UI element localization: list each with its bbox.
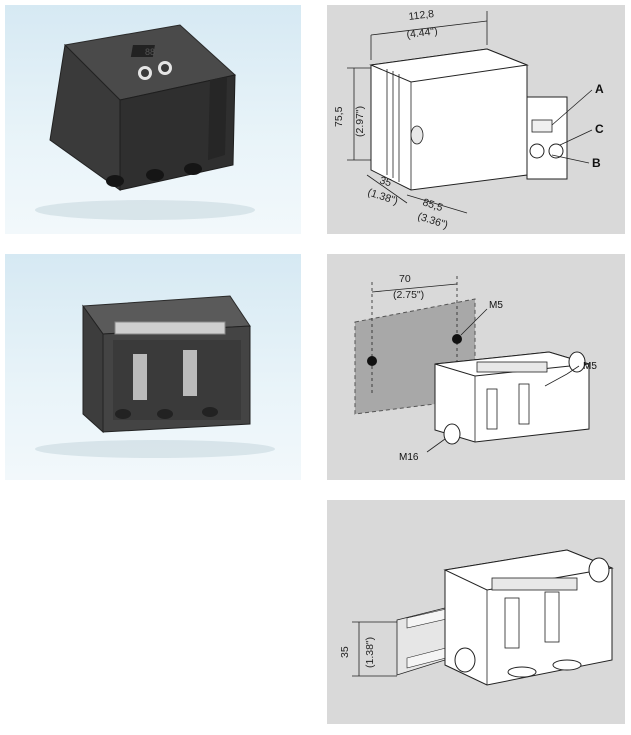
screw-right-label: M5 [583, 361, 597, 372]
depth1-mm-label: 35 [378, 174, 393, 189]
screw-top-label: M5 [489, 300, 503, 311]
callout-c: C [595, 122, 604, 136]
svg-text:88: 88 [145, 47, 155, 57]
callout-b: B [592, 156, 601, 170]
photo-control-unit: 88 [5, 5, 301, 234]
callout-a: A [595, 82, 604, 96]
control-unit-illustration: 88 [35, 24, 255, 220]
spacing-mm-label: 70 [399, 273, 411, 285]
drawing-din-rail-mounting: 35 (1.38") [327, 500, 625, 724]
drawing-control-unit-dimensions: 112,8 (4.44") 75,5 (2.97") 35 (1.38") 85… [327, 5, 625, 234]
width-in-label: (4.44") [406, 25, 438, 41]
rail-mm-label: 35 [339, 646, 351, 658]
din-rail-mounting-drawing: 35 (1.38") [339, 549, 614, 686]
depth1-in-label: (1.38") [366, 186, 399, 207]
width-mm-label: 112,8 [408, 8, 435, 23]
depth2-in-label: (3.36") [416, 210, 449, 231]
photo-terminal-base [5, 254, 301, 480]
spacing-in-label: (2.75") [393, 289, 424, 301]
control-unit-dimension-drawing: 112,8 (4.44") 75,5 (2.97") 35 (1.38") 85… [333, 8, 604, 232]
terminal-base-illustration [35, 295, 275, 458]
drawing-wall-mounting: 70 (2.75") M5 M5 M16 [327, 254, 625, 480]
rail-in-label: (1.38") [364, 637, 376, 668]
wall-mounting-drawing: 70 (2.75") M5 M5 M16 [354, 273, 597, 463]
height-mm-label: 75,5 [333, 106, 345, 127]
gland-label: M16 [399, 452, 419, 463]
height-in-label: (2.97") [354, 106, 366, 137]
